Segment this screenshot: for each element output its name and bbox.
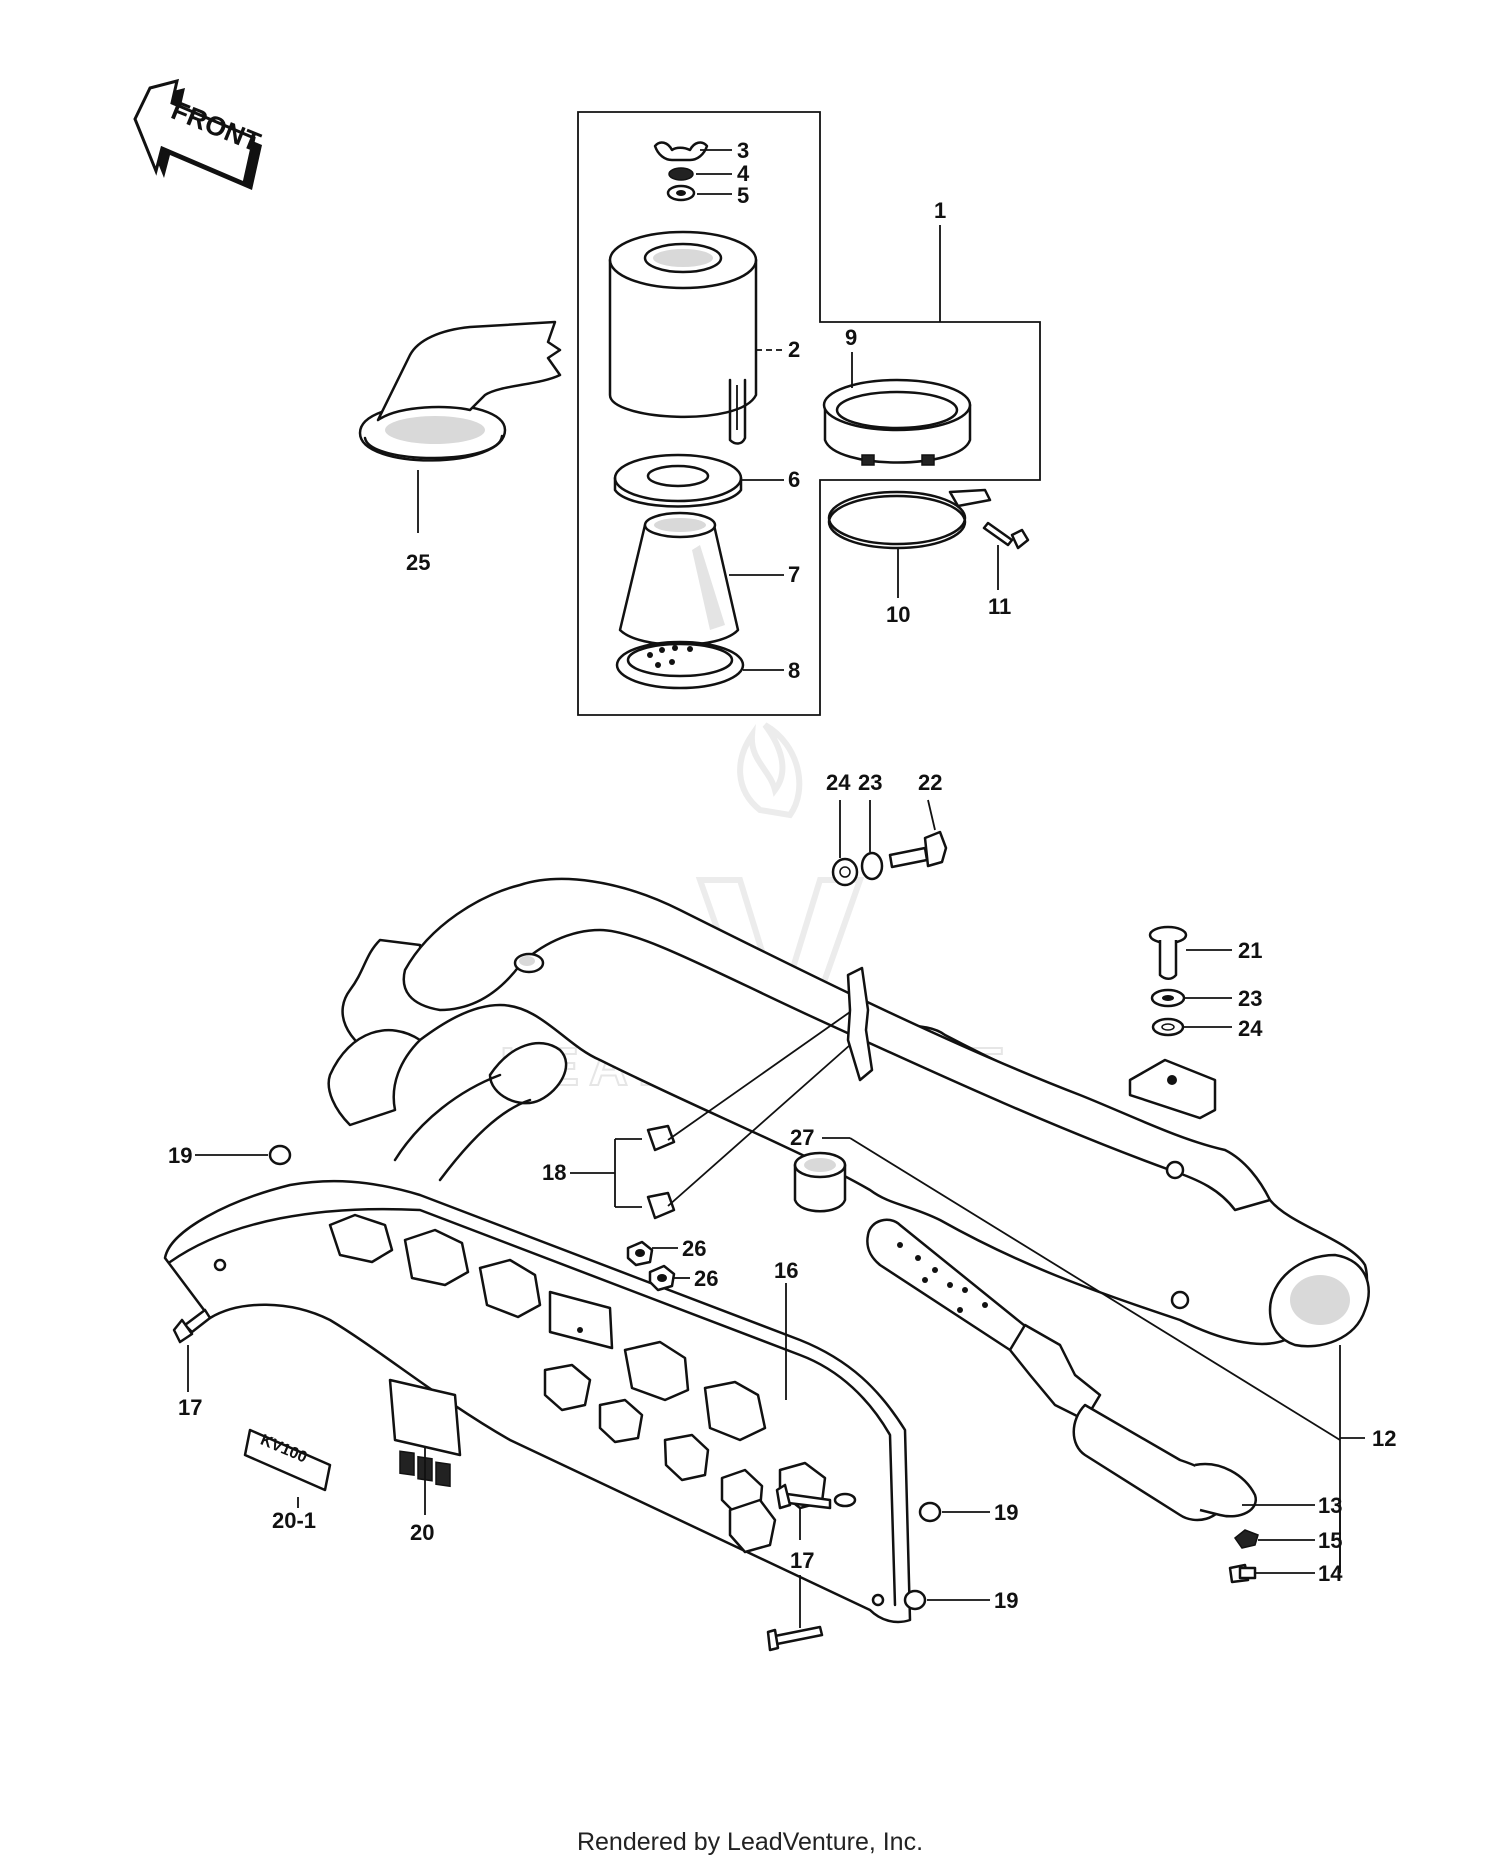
spark-arrester-tube [866, 1218, 1257, 1522]
footer-credit: Rendered by LeadVenture, Inc. [576, 1828, 924, 1856]
guard-screw-center [775, 1483, 857, 1510]
callout-21: 21 [1238, 938, 1262, 963]
heat-guard [163, 1179, 912, 1624]
callout-3: 3 [737, 138, 749, 163]
callout-16: 16 [774, 1258, 798, 1283]
emblem-plate [388, 1378, 462, 1488]
clamp-screw [982, 521, 1030, 550]
element-base [615, 640, 745, 690]
nut-15 [1233, 1529, 1259, 1549]
callout-15: 15 [1318, 1528, 1342, 1553]
callout-19-a: 19 [168, 1143, 192, 1168]
guard-screw-lower [766, 1625, 824, 1652]
muffler-body [327, 877, 1370, 1348]
callout-24-top: 24 [826, 770, 851, 795]
callout-10: 10 [886, 602, 910, 627]
callout-26-a: 26 [682, 1236, 706, 1261]
callout-7: 7 [788, 562, 800, 587]
callout-17-left: 17 [178, 1395, 202, 1420]
gasket-ring [613, 453, 743, 508]
callout-26-b: 26 [694, 1266, 718, 1291]
inlet-duct [358, 320, 562, 462]
callout-19-b: 19 [994, 1500, 1018, 1525]
guard-screw-left [172, 1308, 212, 1344]
washer-23-top [860, 851, 884, 881]
bolt-21 [1148, 925, 1188, 980]
callout-14: 14 [1318, 1561, 1343, 1586]
assembly-bracket-1 [577, 111, 1041, 716]
callout-12: 12 [1372, 1426, 1396, 1451]
nut-26-a [626, 1240, 654, 1267]
callout-2: 2 [788, 337, 800, 362]
rubber-grommet [646, 1124, 676, 1220]
washer-19-c [903, 1589, 927, 1611]
callout-8: 8 [788, 658, 800, 683]
callout-9: 9 [845, 325, 857, 350]
washer-4 [668, 167, 694, 181]
callout-4: 4 [737, 161, 750, 186]
model-badge: KV100 [243, 1428, 332, 1492]
mounting-strap [846, 966, 874, 1082]
air-filter-element [618, 511, 740, 647]
callout-23-right: 23 [1238, 986, 1262, 1011]
callout-20-1: 20-1 [272, 1508, 316, 1533]
bolt-22 [888, 830, 948, 869]
exhaust-gasket [793, 1151, 847, 1213]
callout-19-c: 19 [994, 1588, 1018, 1613]
wing-nut [653, 141, 709, 162]
callout-6: 6 [788, 467, 800, 492]
air-cleaner-cover [608, 230, 758, 445]
front-arrow-icon: FRONT [133, 78, 265, 190]
callout-11: 11 [988, 594, 1011, 619]
adapter-ring [822, 378, 972, 466]
callout-13: 13 [1318, 1493, 1342, 1518]
hose-clamp [827, 488, 992, 550]
callout-5: 5 [737, 183, 749, 208]
callout-labels: 1 2 3 4 5 6 7 8 9 10 11 12 13 14 15 16 1… [168, 138, 1396, 1613]
callout-25: 25 [406, 550, 430, 575]
callout-18: 18 [542, 1160, 566, 1185]
screw-14 [1228, 1563, 1257, 1584]
callout-1: 1 [934, 198, 946, 223]
washer-19-b [918, 1501, 942, 1523]
callout-27: 27 [790, 1125, 814, 1150]
washer-19-a [268, 1144, 292, 1166]
callout-17-center: 17 [790, 1548, 814, 1573]
callout-24-right: 24 [1238, 1016, 1263, 1041]
nut-26-b [648, 1264, 676, 1292]
callout-23-top: 23 [858, 770, 882, 795]
callout-22: 22 [918, 770, 942, 795]
callout-20: 20 [410, 1520, 434, 1545]
